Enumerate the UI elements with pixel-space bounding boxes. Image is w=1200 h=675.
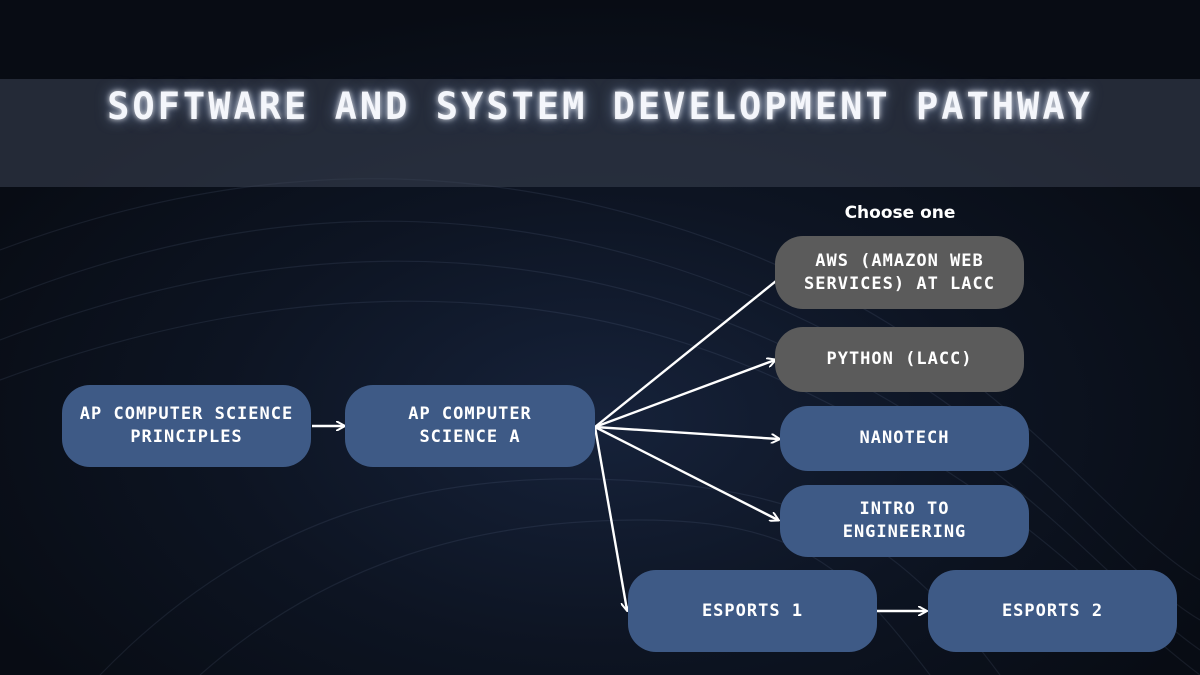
- arrow-csa-to-nanotech: [594, 425, 779, 439]
- course-ap-computer-science-a[interactable]: AP COMPUTER SCIENCE A: [345, 385, 595, 467]
- course-label: AWS (AMAZON WEB SERVICES) AT LACC: [804, 250, 995, 294]
- arrow-csa-to-python: [594, 360, 775, 429]
- arrow-csa-to-aws: [594, 273, 786, 428]
- title-band: [0, 79, 1200, 187]
- elective-nanotech[interactable]: NANOTECH: [780, 406, 1029, 471]
- course-label: ESPORTS 1: [701, 600, 804, 621]
- choose-one-label: Choose one: [844, 203, 956, 223]
- elective-aws-at-lacc[interactable]: AWS (AMAZON WEB SERVICES) AT LACC: [775, 236, 1024, 309]
- course-label: AP COMPUTER SCIENCE A: [408, 404, 532, 447]
- course-label: INTRO TO ENGINEERING: [842, 499, 967, 542]
- elective-intro-to-engineering[interactable]: INTRO TO ENGINEERING: [780, 485, 1029, 557]
- page-title: SOFTWARE AND SYSTEM DEVELOPMENT PATHWAY: [107, 85, 1093, 128]
- arrow-csa-to-esports1: [593, 426, 627, 610]
- course-label: NANOTECH: [859, 428, 950, 448]
- course-esports-2[interactable]: ESPORTS 2: [928, 570, 1177, 652]
- course-label: AP COMPUTER SCIENCE PRINCIPLES: [79, 404, 294, 447]
- course-esports-1[interactable]: ESPORTS 1: [628, 570, 877, 652]
- course-label: ESPORTS 2: [1001, 600, 1104, 621]
- arrow-csa-to-intro-eng: [594, 425, 778, 520]
- course-label: PYTHON (LACC): [826, 349, 973, 369]
- course-ap-computer-science-principles[interactable]: AP COMPUTER SCIENCE PRINCIPLES: [62, 385, 311, 467]
- elective-python-lacc[interactable]: PYTHON (LACC): [775, 327, 1024, 392]
